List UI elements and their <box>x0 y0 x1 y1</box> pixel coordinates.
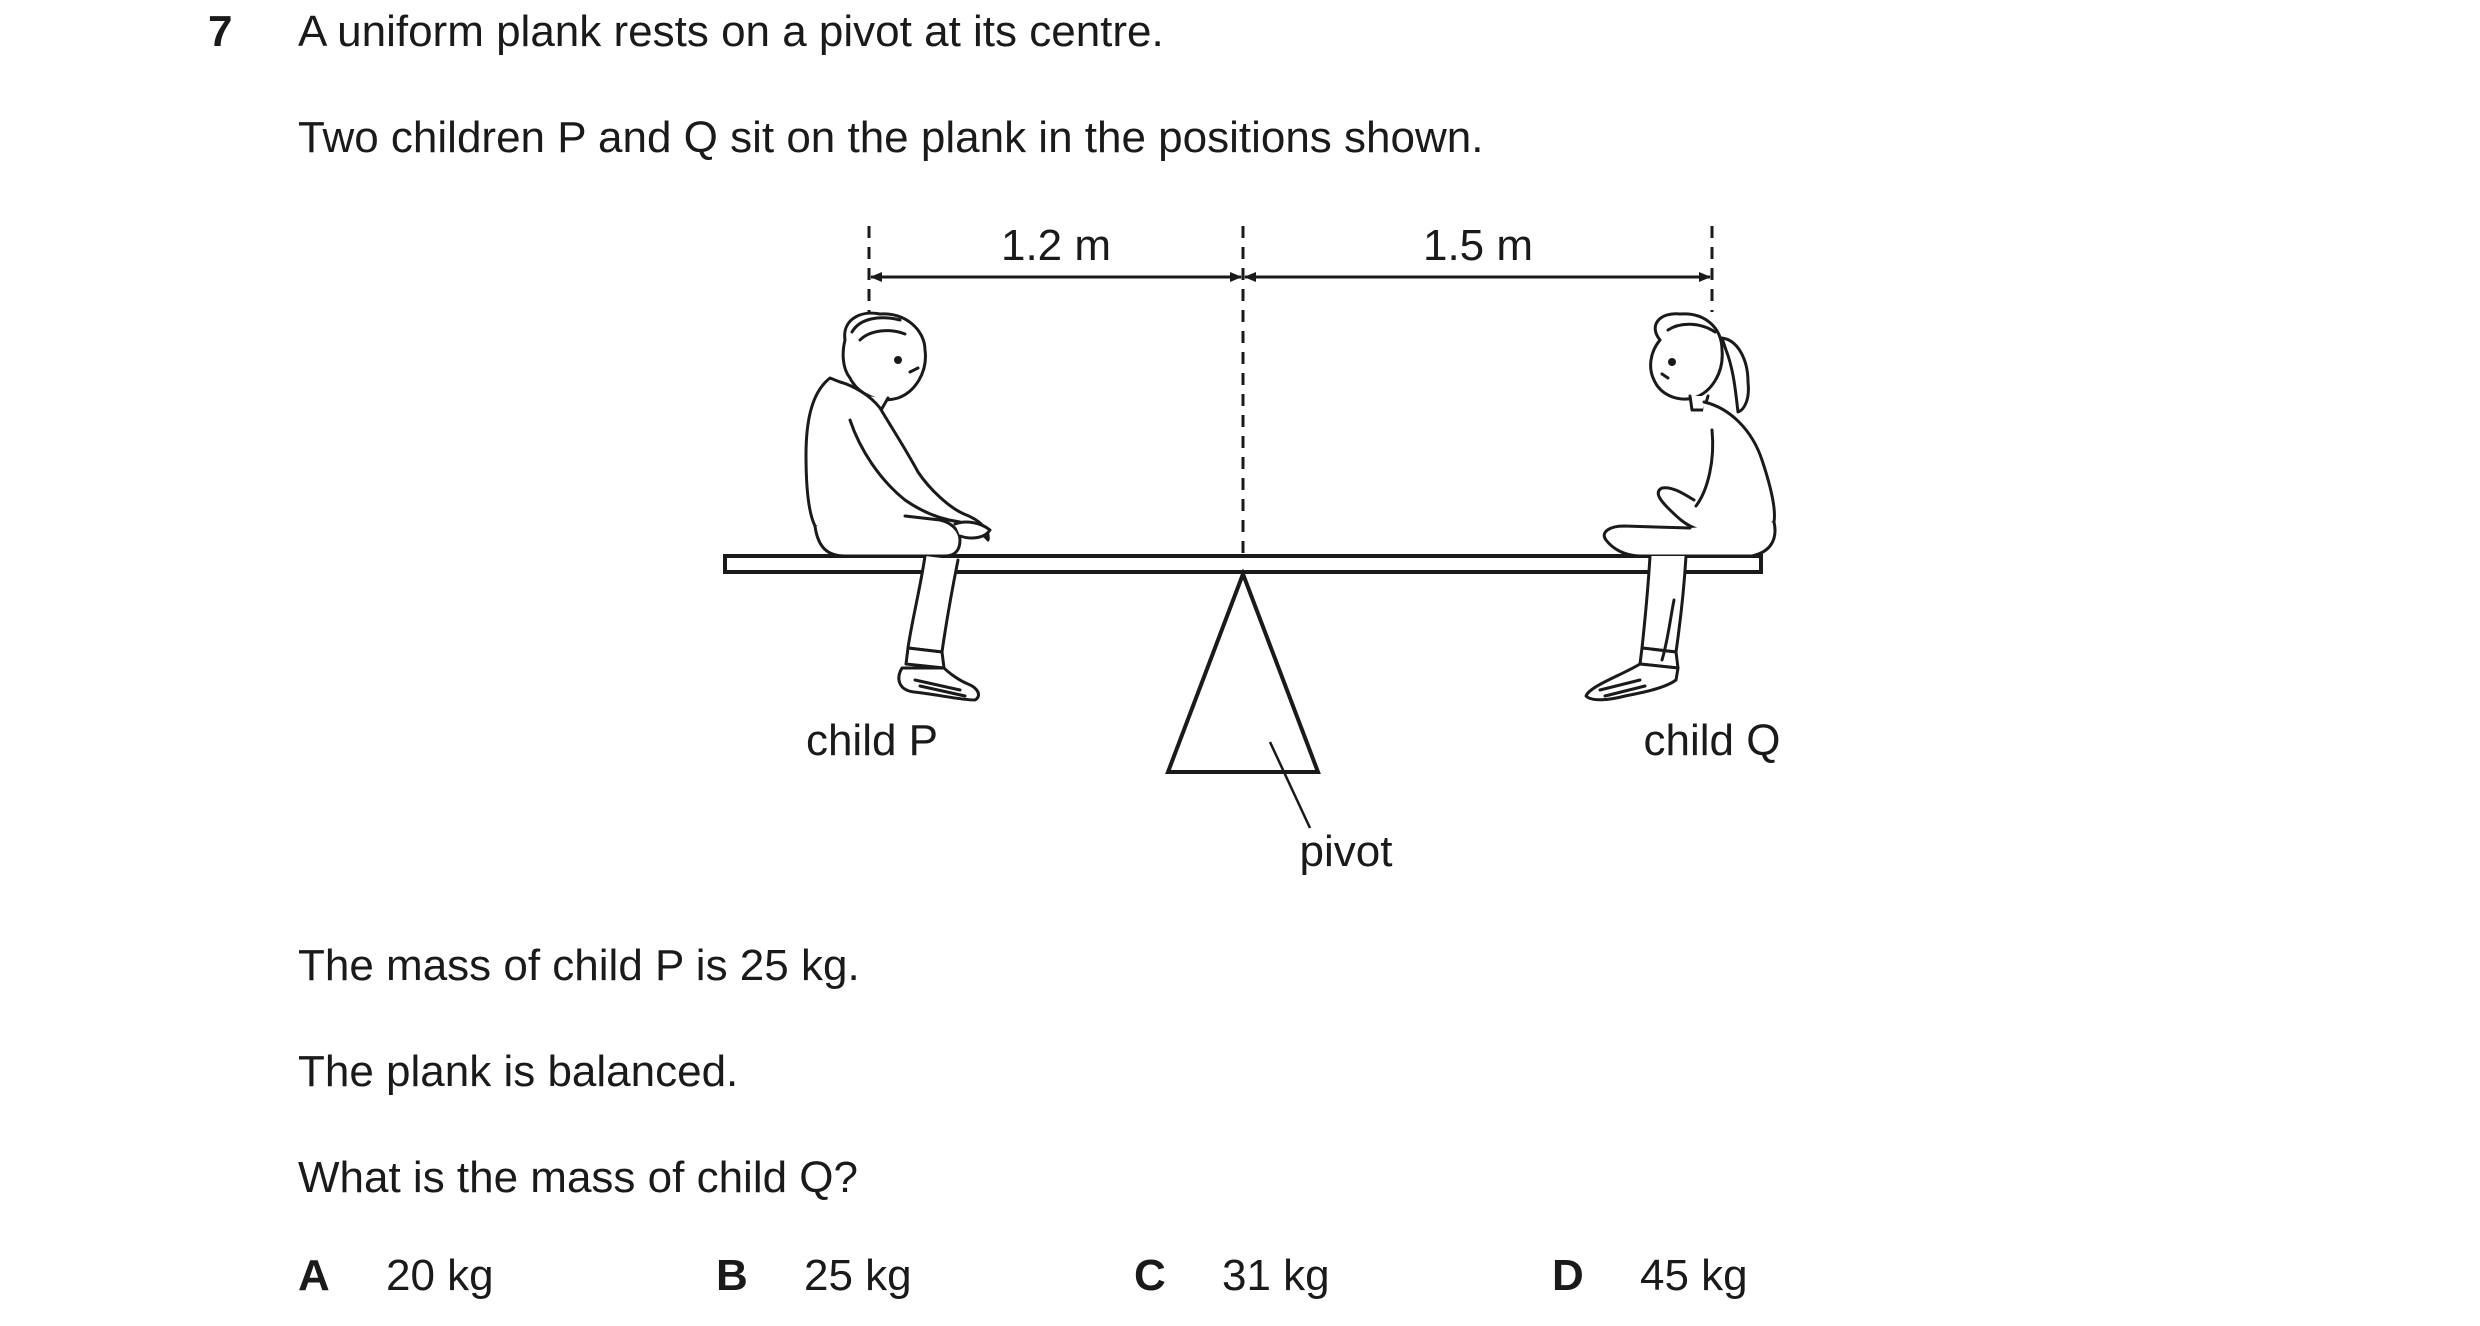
option-d[interactable]: D 45 kg <box>1552 1248 1748 1304</box>
pivot-label: pivot <box>1300 827 1393 876</box>
mass-of-child-p: The mass of child P is 25 kg. <box>298 941 860 990</box>
child-q-label: child Q <box>1644 716 1781 765</box>
question-setup: Two children P and Q sit on the plank in… <box>298 113 1484 162</box>
child-p-label: child P <box>806 716 938 765</box>
seesaw-diagram: 1.2 m 1.5 m pivot child P child <box>723 221 1781 876</box>
question-intro: A uniform plank rests on a pivot at its … <box>298 7 1164 56</box>
option-letter: D <box>1552 1251 1584 1300</box>
option-value: 45 kg <box>1640 1251 1748 1300</box>
child-q-figure <box>1584 312 1777 702</box>
dimension-label-left: 1.2 m <box>1001 221 1111 270</box>
pivot-leader-line <box>1268 741 1312 829</box>
dimension-label-right: 1.5 m <box>1423 221 1533 270</box>
question-prompt: What is the mass of child Q? <box>298 1153 858 1202</box>
option-value: 31 kg <box>1222 1251 1330 1300</box>
question-number: 7 <box>208 7 233 56</box>
balance-statement: The plank is balanced. <box>298 1047 739 1096</box>
option-letter: B <box>716 1251 748 1300</box>
pivot-triangle <box>1165 568 1321 774</box>
option-b[interactable]: B 25 kg <box>716 1248 912 1304</box>
option-value: 20 kg <box>386 1251 494 1300</box>
option-value: 25 kg <box>804 1251 912 1300</box>
option-a[interactable]: A 20 kg <box>298 1248 494 1304</box>
option-letter: A <box>298 1251 330 1300</box>
option-c[interactable]: C 31 kg <box>1134 1248 1330 1304</box>
option-letter: C <box>1134 1251 1166 1300</box>
child-p-figure <box>804 311 992 702</box>
